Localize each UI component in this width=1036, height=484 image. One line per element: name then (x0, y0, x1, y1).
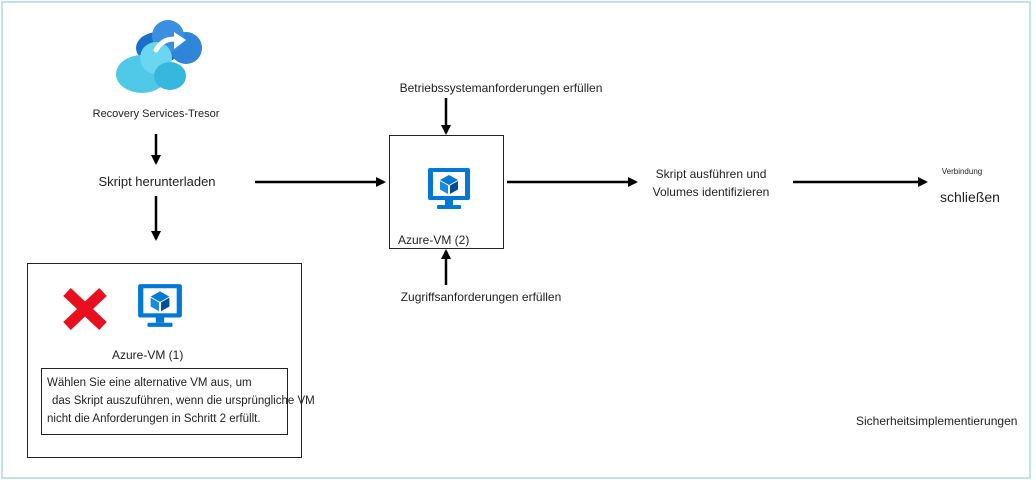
vault-label: Recovery Services-Tresor (92, 108, 220, 120)
virtual-machine-icon (428, 168, 470, 209)
step-access-requirements: Zugriffsanforderungen erfüllen (400, 290, 562, 304)
step-run-line2: Volumes identifizieren (652, 185, 770, 199)
step-close-large: schließen (940, 189, 1000, 205)
security-implementations-label: Sicherheitsimplementierungen (856, 414, 1018, 428)
step-close-small: Verbindung (941, 167, 983, 176)
step-download-script: Skript herunterladen (98, 174, 216, 189)
vm2-label: Azure-VM (2) (398, 233, 470, 247)
step-os-requirements: Betriebssystemanforderungen erfüllen (399, 81, 603, 95)
vm1-note-box: Wählen Sie eine alternative VM aus, um d… (41, 368, 315, 435)
red-x-icon (63, 288, 107, 330)
vm1-label: Azure-VM (1) (112, 348, 184, 362)
vm2-box: Azure-VM (2) (389, 135, 504, 249)
vm1-note-line1: Wählen Sie eine alternative VM aus, um (47, 377, 252, 389)
virtual-machine-icon (138, 284, 182, 327)
vm1-note-line3: nicht die Anforderungen in Schritt 2 erf… (47, 413, 261, 425)
vm1-note-line2: das Skript auszuführen, wenn die ursprün… (52, 395, 315, 407)
cloud-vault-icon (116, 20, 202, 93)
vm1-box: Azure-VM (1) Wählen Sie eine alternative… (27, 263, 315, 458)
step-run-line1: Skript ausführen und (655, 167, 767, 181)
